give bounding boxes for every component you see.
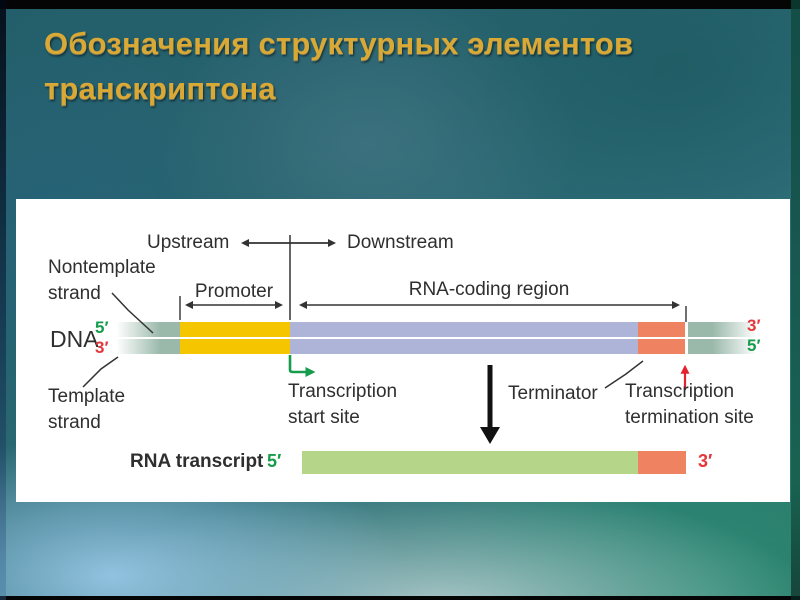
rna-coding-region-label: RNA-coding region (408, 279, 570, 300)
slide-title: Обозначения структурных элементов транск… (44, 26, 634, 106)
transcription-start-arrow (288, 355, 316, 377)
rna-3-prime: 3′ (698, 451, 713, 471)
transcription-direction-arrow-head (480, 427, 500, 444)
rna-coding-segment (290, 322, 638, 337)
diagram-panel: Upstream Downstream Nontemplate strand P… (16, 199, 790, 502)
dna-upstream-end-segment (115, 322, 180, 337)
template-strand-label: Template strand (48, 386, 126, 433)
rna-transcript-label: RNA transcript (130, 451, 264, 472)
nontemplate-strand-label: Nontemplate strand (48, 257, 156, 304)
rna-coding-segment (290, 339, 638, 354)
promoter-segment (180, 322, 290, 337)
transcription-start-site-label: Transcription start site (288, 381, 398, 428)
upstream-label: Upstream (147, 232, 230, 253)
terminator-label: Terminator (508, 383, 598, 404)
dna-label: DNA (50, 326, 99, 352)
rna-transcript-bar (302, 451, 686, 474)
slide-bottom-border (0, 596, 800, 600)
slide-right-border (791, 0, 800, 600)
slide-top-border (0, 0, 800, 9)
dna-left-3-prime: 3′ (95, 338, 109, 357)
termination-site-line (685, 339, 688, 354)
downstream-label: Downstream (347, 232, 454, 253)
dna-downstream-end-segment (688, 322, 758, 337)
rna-5-prime: 5′ (267, 451, 282, 471)
dna-left-5-prime: 5′ (95, 318, 109, 337)
dna-right-5-prime: 5′ (747, 336, 761, 355)
template-strand-bar (115, 339, 758, 354)
nontemplate-strand-bar (115, 322, 758, 337)
dna-right-3-prime: 3′ (747, 316, 761, 335)
terminator-segment (638, 322, 685, 337)
dna-upstream-end-segment (115, 339, 180, 354)
promoter-segment (180, 339, 290, 354)
slide-left-border (0, 0, 6, 600)
dna-downstream-end-segment (688, 339, 758, 354)
dna-bar (115, 322, 758, 354)
promoter-label: Promoter (194, 281, 274, 302)
template-leader-line (82, 356, 119, 388)
rna-transcript-body (302, 451, 638, 474)
rna-transcript-terminator-end (638, 451, 686, 474)
terminator-segment (638, 339, 685, 354)
transcription-termination-site-label: Transcription termination site (625, 381, 754, 428)
termination-site-line (685, 322, 688, 337)
